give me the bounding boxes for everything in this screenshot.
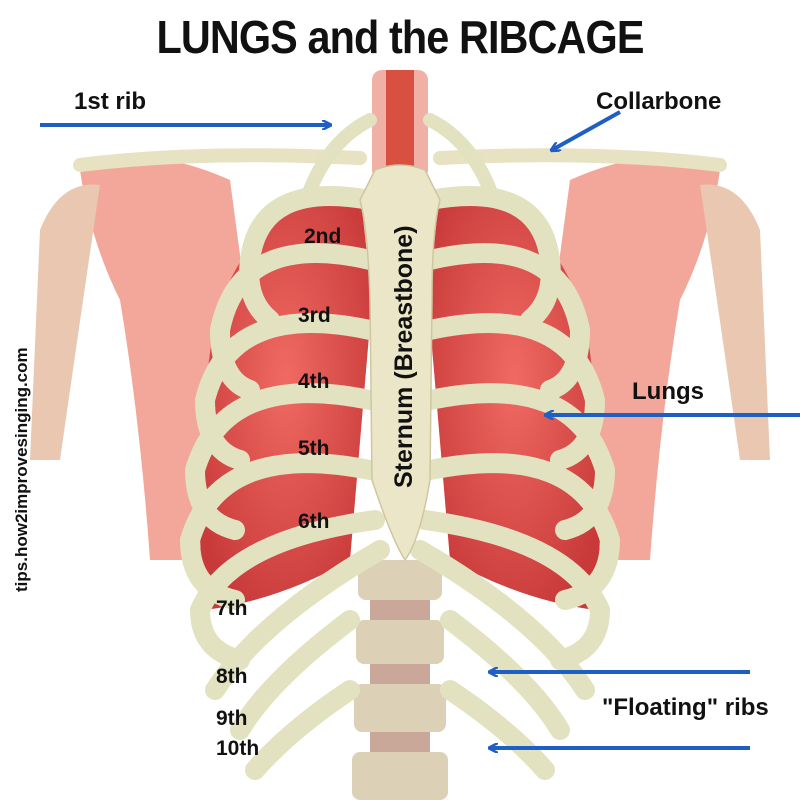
rib-label-7: 7th	[216, 597, 248, 620]
lungs-label: Lungs	[632, 378, 704, 405]
collarbone-label: Collarbone	[596, 88, 722, 115]
rib-label-4: 4th	[298, 370, 330, 393]
floating-ribs-label: "Floating" ribs	[602, 694, 769, 721]
rib-label-6: 6th	[298, 510, 330, 533]
rib-label-5: 5th	[298, 437, 330, 460]
shoulders	[30, 157, 770, 560]
pointer-arrows	[40, 110, 800, 748]
page-title: LUNGS and the RIBCAGE	[156, 11, 644, 63]
sternum-label: Sternum (Breastbone)	[390, 225, 418, 488]
rib-label-2: 2nd	[304, 225, 342, 248]
spine	[352, 70, 448, 800]
rib-label-9: 9th	[216, 707, 248, 730]
rib-label-3: 3rd	[298, 304, 331, 327]
watermark: tips.how2improvesinging.com	[12, 347, 31, 592]
rib-label-8: 8th	[216, 665, 248, 688]
first-rib-label: 1st rib	[74, 88, 147, 115]
sternum	[359, 164, 441, 562]
rib-label-10: 10th	[216, 737, 260, 760]
collarbone-arrow	[552, 110, 621, 150]
ribs	[179, 113, 621, 780]
